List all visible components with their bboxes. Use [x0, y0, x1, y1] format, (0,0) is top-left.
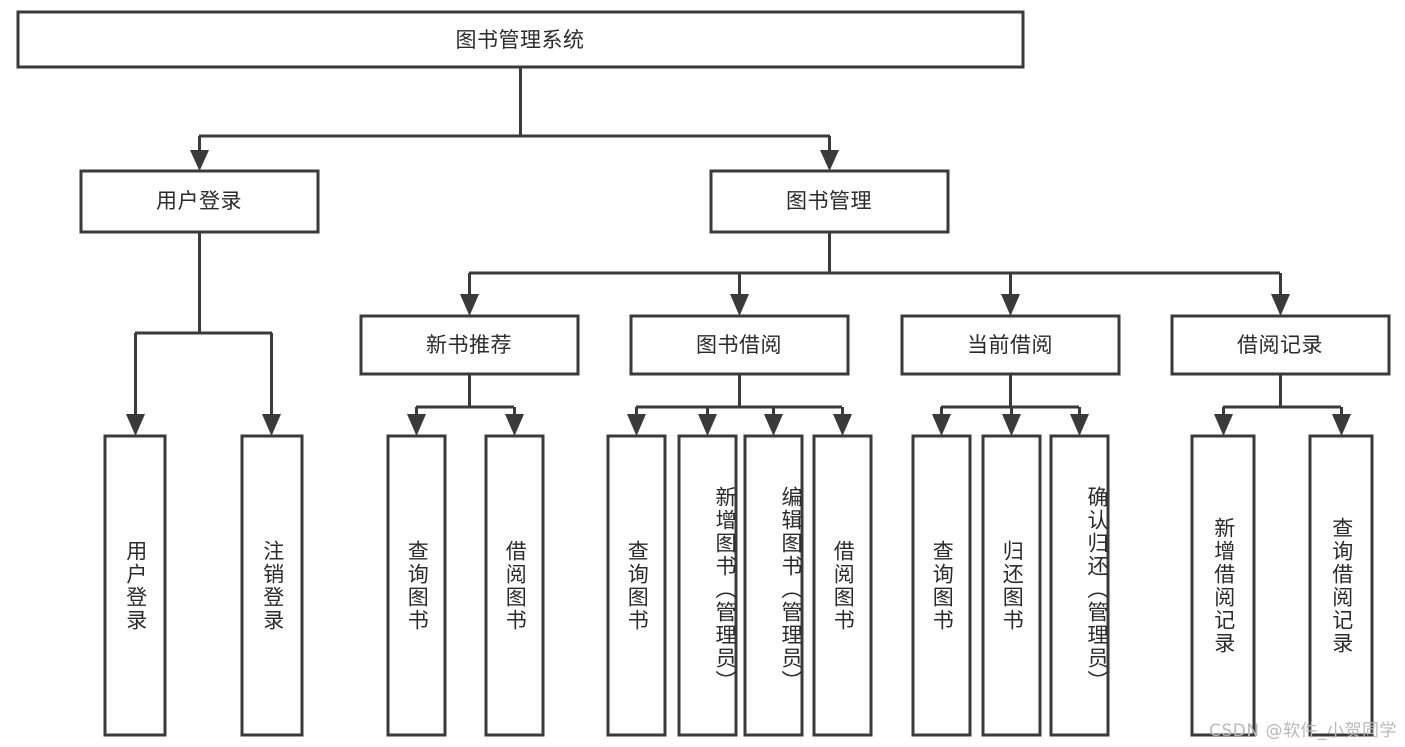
arrow-head-leaf-5 — [627, 414, 646, 436]
leaf-box-add-borrow-record[interactable] — [1190, 434, 1256, 737]
node-current-borrow-box — [900, 314, 1121, 376]
node-user-login-label: 用户登录 — [156, 189, 242, 213]
leaf-box-query-book-3[interactable] — [911, 434, 972, 737]
arrow-head-leaf-3 — [407, 414, 426, 436]
arrow-head-leaf-10 — [1002, 414, 1021, 436]
leaf-box-query-borrow-record[interactable] — [1308, 434, 1374, 737]
leaf-box-query-book-2[interactable] — [606, 434, 667, 737]
arrow-head-current — [1001, 294, 1020, 316]
connector-root-to-level2 — [190, 67, 839, 171]
node-current-borrow[interactable]: 当前借阅 — [900, 314, 1121, 376]
node-book-borrow-box — [629, 314, 850, 376]
node-borrow-record[interactable]: 借阅记录 — [1170, 314, 1391, 376]
node-new-book-recommend[interactable]: 新书推荐 — [359, 314, 580, 376]
arrow-head-leaf-7 — [764, 414, 783, 436]
connector-bookmanage-to-level3 — [460, 232, 1290, 316]
connector-userlogin-to-leaves — [126, 232, 281, 436]
node-root-label: 图书管理系统 — [456, 28, 585, 52]
leaf-box-query-book-1[interactable] — [386, 434, 447, 737]
leaf-box-edit-book-admin[interactable] — [743, 434, 804, 737]
arrow-head-borrow — [730, 294, 749, 316]
node-root[interactable]: 图书管理系统 — [16, 10, 1025, 69]
csdn-watermark: CSDN @软件_小贺同学 — [1209, 721, 1397, 741]
arrow-head-user-login — [190, 150, 209, 171]
leaf-box-add-book-admin[interactable] — [677, 434, 738, 737]
node-user-login[interactable]: 用户登录 — [79, 169, 320, 234]
node-book-management-box — [709, 169, 950, 234]
connector-bookborrow-to-leaves — [627, 374, 852, 436]
connector-newbook-to-leaves — [407, 374, 524, 436]
leaf-box-logout[interactable] — [240, 434, 304, 737]
leaf-box-confirm-return-admin[interactable] — [1049, 434, 1110, 737]
arrow-head-leaf-12 — [1214, 414, 1233, 436]
arrow-head-leaf-9 — [932, 414, 951, 436]
node-new-book-recommend-label: 新书推荐 — [426, 333, 512, 357]
node-book-borrow[interactable]: 图书借阅 — [629, 314, 850, 376]
node-book-management[interactable]: 图书管理 — [709, 169, 950, 234]
leaf-box-user-login[interactable] — [103, 434, 167, 737]
arrow-head-book-manage — [820, 150, 839, 171]
node-root-box — [16, 10, 1025, 69]
node-book-management-label: 图书管理 — [786, 189, 872, 213]
arrow-head-leaf-11 — [1070, 414, 1089, 436]
node-new-book-recommend-box — [359, 314, 580, 376]
leaf-box-borrow-book-2[interactable] — [812, 434, 873, 737]
leaf-box-borrow-book-1[interactable] — [484, 434, 545, 737]
arrow-head-leaf-4 — [505, 414, 524, 436]
connector-borrowrecord-to-leaves — [1214, 374, 1351, 436]
node-user-login-box — [79, 169, 320, 234]
node-borrow-record-label: 借阅记录 — [1237, 333, 1323, 357]
arrow-head-leaf-13 — [1332, 414, 1351, 436]
arrow-head-new-book — [460, 294, 479, 316]
arrow-head-leaf-1 — [126, 414, 145, 436]
leaf-box-return-book[interactable] — [981, 434, 1042, 737]
arrow-head-record — [1271, 294, 1290, 316]
arrow-head-leaf-2 — [262, 414, 281, 436]
arrow-head-leaf-6 — [698, 414, 717, 436]
node-current-borrow-label: 当前借阅 — [967, 333, 1053, 357]
connector-currentborrow-to-leaves — [932, 374, 1089, 436]
node-borrow-record-box — [1170, 314, 1391, 376]
arrow-head-leaf-8 — [833, 414, 852, 436]
node-book-borrow-label: 图书借阅 — [696, 333, 782, 357]
leaf-boxes — [103, 434, 1374, 737]
